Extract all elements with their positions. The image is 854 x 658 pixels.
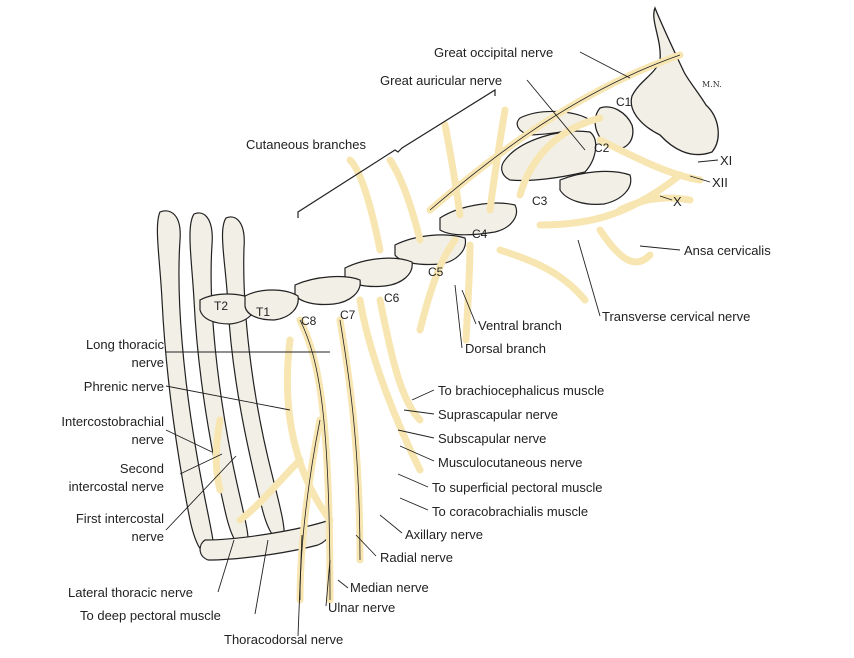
label-deep-pectoral-muscle: To deep pectoral muscle [80, 608, 221, 623]
label-radial-nerve: Radial nerve [380, 550, 453, 565]
label-xii: XII [712, 175, 728, 190]
label-lateral-thoracic-nerve: Lateral thoracic nerve [68, 585, 194, 600]
label-superficial-pectoral-muscle: To superficial pectoral muscle [432, 480, 603, 495]
label-c8: C8 [301, 314, 317, 328]
leader-lines [165, 51, 719, 637]
label-musculocutaneous-nerve: Musculocutaneous nerve [438, 455, 583, 470]
label-subscapular-nerve: Subscapular nerve [438, 431, 547, 446]
label-first-intercostal-line1: First intercostal [75, 511, 164, 526]
label-intercostobrachial-line1: Intercostobrachial [61, 414, 164, 429]
label-c3: C3 [532, 194, 548, 208]
label-t2: T2 [214, 299, 229, 313]
label-cutaneous-branches: Cutaneous branches [246, 137, 366, 152]
label-great-occipital-nerve: Great occipital nerve [434, 45, 554, 60]
label-c6: C6 [384, 291, 400, 305]
thoracic-vertebrae [199, 289, 299, 325]
label-median-nerve: Median nerve [350, 580, 429, 595]
label-first-intercostal-line2: nerve [131, 529, 164, 544]
label-second-intercostal-line2: intercostal nerve [68, 479, 164, 494]
label-c1: C1 [616, 95, 632, 109]
artist-signature: M.N. [702, 80, 722, 89]
label-dorsal-branch: Dorsal branch [465, 341, 546, 356]
label-great-auricular-nerve: Great auricular nerve [380, 73, 503, 88]
label-coracobrachialis-muscle: To coracobrachialis muscle [432, 504, 589, 519]
label-t1: T1 [256, 305, 271, 319]
label-suprascapular-nerve: Suprascapular nerve [438, 407, 558, 422]
label-ulnar-nerve: Ulnar nerve [328, 600, 396, 615]
label-c7: C7 [340, 308, 356, 322]
label-brachiocephalicus-muscle: To brachiocephalicus muscle [438, 383, 605, 398]
label-intercostobrachial-line2: nerve [131, 432, 164, 447]
label-transverse-cervical-nerve: Transverse cervical nerve [602, 309, 751, 324]
label-ventral-branch: Ventral branch [478, 318, 562, 333]
label-long-thoracic-line1: Long thoracic [85, 337, 164, 352]
label-second-intercostal-line1: Second [119, 461, 164, 476]
label-c2: C2 [594, 141, 610, 155]
label-axillary-nerve: Axillary nerve [405, 527, 484, 542]
label-thoracodorsal-nerve: Thoracodorsal nerve [224, 632, 344, 647]
cutaneous-bracket [297, 88, 496, 218]
label-ansa-cervicalis: Ansa cervicalis [684, 243, 771, 258]
label-xi: XI [720, 153, 733, 168]
label-phrenic-nerve: Phrenic nerve [83, 379, 164, 394]
label-x: X [673, 194, 682, 209]
label-c4: C4 [472, 227, 488, 241]
label-c5: C5 [428, 265, 444, 279]
label-long-thoracic-line2: nerve [131, 355, 164, 370]
